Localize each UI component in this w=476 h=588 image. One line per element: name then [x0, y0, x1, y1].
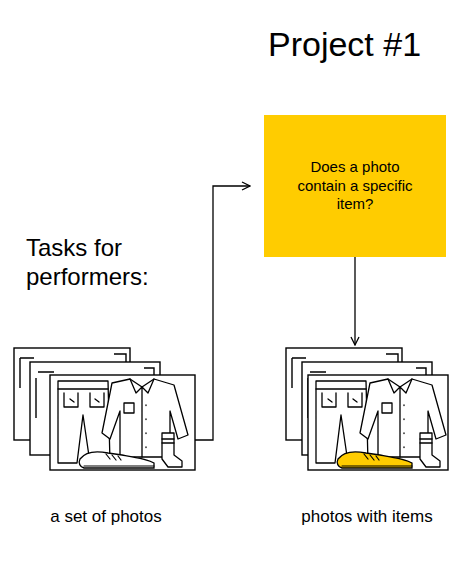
node-text: photos with items: [298, 507, 435, 527]
flow-arrow: [195, 186, 250, 440]
node-text: a set of photos: [47, 507, 165, 527]
question-box: Does a photo contain a specific item?: [264, 115, 446, 257]
flow-arrow: [354, 257, 355, 345]
node-text: Does a photo contain a specific item?: [286, 158, 424, 214]
diagram-title: Project #1: [268, 24, 421, 65]
photo-set: photos with items: [272, 345, 462, 527]
photo-set: a set of photos: [6, 345, 206, 527]
side-label: Tasks for performers:: [26, 234, 196, 292]
